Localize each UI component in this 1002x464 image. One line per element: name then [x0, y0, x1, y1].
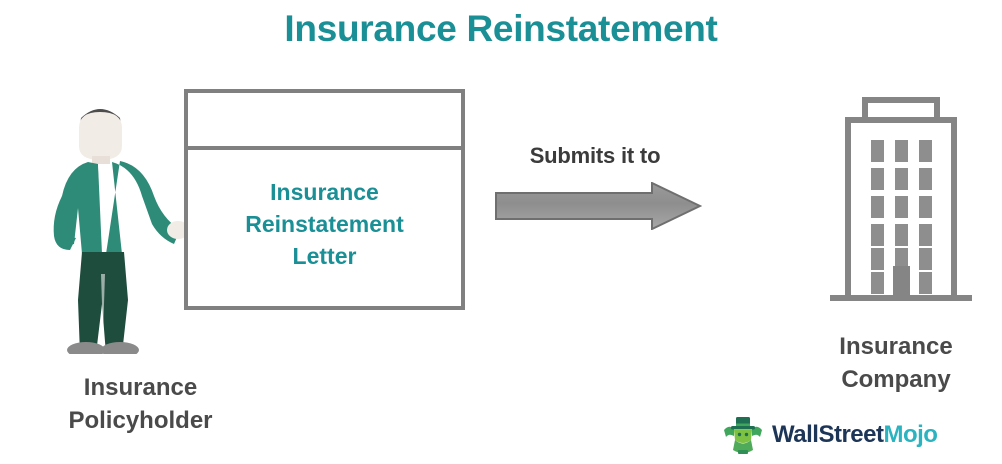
wallstreetmojo-mascot-icon: [722, 414, 764, 456]
company-caption-line-1: Insurance: [839, 333, 953, 360]
company-caption: Insurance Company: [790, 330, 1002, 396]
logo-word-primary: WallStreet: [772, 421, 884, 448]
office-building-icon: [826, 96, 976, 312]
letter-title-text: Insurance Reinstatement Letter: [186, 176, 463, 272]
reinstatement-letter-box: [184, 89, 465, 310]
letter-line-2: Reinstatement: [245, 211, 404, 237]
block-arrow-right-icon: [494, 181, 703, 231]
flow-arrow-caption: Submits it to: [529, 143, 661, 168]
policyholder-person-icon: [48, 104, 198, 358]
logo-word-accent: Mojo: [883, 421, 938, 448]
policyholder-caption-line-2: Policyholder: [68, 407, 213, 434]
company-caption-line-2: Company: [841, 366, 951, 393]
letter-line-3: Letter: [292, 243, 357, 269]
wallstreetmojo-wordmark: WallStreetMojo: [772, 421, 938, 449]
policyholder-caption-line-1: Insurance: [83, 374, 198, 401]
wallstreetmojo-logo: WallStreetMojo: [722, 413, 938, 457]
letter-line-1: Insurance: [270, 179, 379, 205]
policyholder-caption: Insurance Policyholder: [8, 371, 273, 437]
letter-header-divider: [184, 146, 465, 150]
page-title: Insurance Reinstatement: [284, 8, 718, 49]
